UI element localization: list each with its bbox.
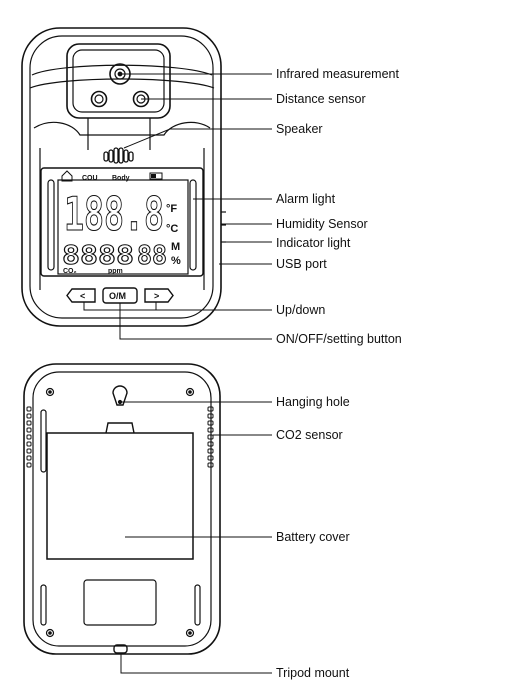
front-body-outline [21, 27, 222, 327]
lcd-frame [40, 167, 204, 277]
label-humidity: Humidity Sensor [276, 217, 368, 231]
lcd-unit-m: M [171, 241, 180, 253]
label-co2: CO2 sensor [276, 428, 343, 442]
vent-icon [26, 406, 32, 412]
hanging-hole [112, 385, 128, 406]
power-button-label: O/M [109, 291, 126, 301]
screw-icon [45, 628, 55, 638]
up-button-label: < [80, 291, 85, 301]
back-leaders [120, 401, 272, 674]
lcd-content: COU Body 188.8 °F °C 8888 88 M % CO₂ ppm [61, 170, 181, 275]
leader-onoff [119, 303, 272, 340]
label-alarm: Alarm light [276, 192, 336, 206]
back-label-texts: Hanging hole CO2 sensor Battery cover Tr… [276, 395, 350, 680]
back-body-inner [32, 371, 212, 647]
battery-latch [105, 422, 135, 434]
screw-icon [48, 631, 52, 635]
leader-updown [83, 302, 272, 311]
vent-icon [26, 455, 32, 461]
side-vents-left [26, 406, 32, 468]
lcd-body-label: Body [112, 175, 130, 182]
back-body-outline [23, 363, 221, 655]
co2-sensor-vents [207, 406, 214, 468]
screw-icon [185, 628, 195, 638]
button-labels: < O/M > [80, 291, 159, 301]
vent-icon [207, 434, 214, 440]
down-button-label: > [154, 291, 159, 301]
back-rib-right-lower [194, 584, 201, 626]
lcd-left-bar [47, 179, 55, 271]
vent-icon [207, 413, 214, 419]
vent-icon [26, 434, 32, 440]
front-contour [33, 121, 211, 136]
screw-icon [185, 387, 195, 397]
lcd-cou-label: COU [82, 175, 98, 182]
label-tripod: Tripod mount [276, 666, 350, 680]
label-speaker: Speaker [276, 122, 323, 136]
label-onoff: ON/OFF/setting button [276, 332, 402, 346]
back-rib-left-lower [40, 584, 47, 626]
distance-sensor-left-inner [94, 94, 104, 104]
leader-speaker [123, 128, 272, 149]
vent-icon [26, 413, 32, 419]
label-distance: Distance sensor [276, 92, 366, 106]
speaker-grill [103, 147, 134, 164]
lcd-window [57, 179, 189, 275]
lcd-ppm-label: ppm [108, 268, 123, 275]
down-button[interactable] [144, 288, 174, 303]
vent-icon [207, 420, 214, 426]
vent-icon [207, 441, 214, 447]
back-rib-left [40, 409, 47, 473]
vent-icon [26, 441, 32, 447]
label-infrared: Infrared measurement [276, 67, 400, 81]
alarm-light-bar [189, 179, 197, 271]
lcd-unit-c: °C [166, 223, 178, 235]
front-body-inner [29, 35, 214, 319]
front-label-texts: Infrared measurement Distance sensor Spe… [276, 67, 402, 346]
label-hanging: Hanging hole [276, 395, 350, 409]
vent-icon [26, 420, 32, 426]
vent-icon [207, 448, 214, 454]
vent-icon [207, 406, 214, 412]
home-icon [61, 170, 73, 182]
label-battery: Battery cover [276, 530, 350, 544]
sensor-head [66, 43, 171, 119]
leader-tripod [120, 653, 272, 674]
front-contour [31, 64, 213, 76]
screw-icon [48, 390, 52, 394]
lcd-unit-pct: % [171, 255, 181, 267]
lcd-small-digits: 8888 [62, 241, 134, 271]
vent-icon [207, 462, 214, 468]
vent-icon [207, 427, 214, 433]
vent-icon [26, 462, 32, 468]
back-view [23, 363, 221, 655]
battery-cover [46, 432, 194, 560]
lcd-unit-f: °F [166, 203, 177, 215]
lcd-small-digits-2: 88 [137, 241, 167, 271]
lcd-co2-label: CO₂ [63, 268, 77, 275]
vent-icon [207, 455, 214, 461]
vent-icon [26, 448, 32, 454]
label-usb: USB port [276, 257, 327, 271]
front-view [21, 27, 226, 327]
back-label-plate [83, 579, 157, 626]
distance-sensor-left [90, 90, 108, 108]
screw-icon [188, 390, 192, 394]
screw-icon [188, 631, 192, 635]
label-updown: Up/down [276, 303, 325, 317]
vent-icon [26, 427, 32, 433]
sensor-head-inner [72, 49, 165, 113]
battery-icon [149, 172, 163, 180]
screw-icon [45, 387, 55, 397]
lcd-main-digits: 188.8 [64, 187, 164, 241]
battery-icon-fill [151, 174, 156, 178]
label-indicator: Indicator light [276, 236, 351, 250]
front-leaders [83, 73, 272, 340]
